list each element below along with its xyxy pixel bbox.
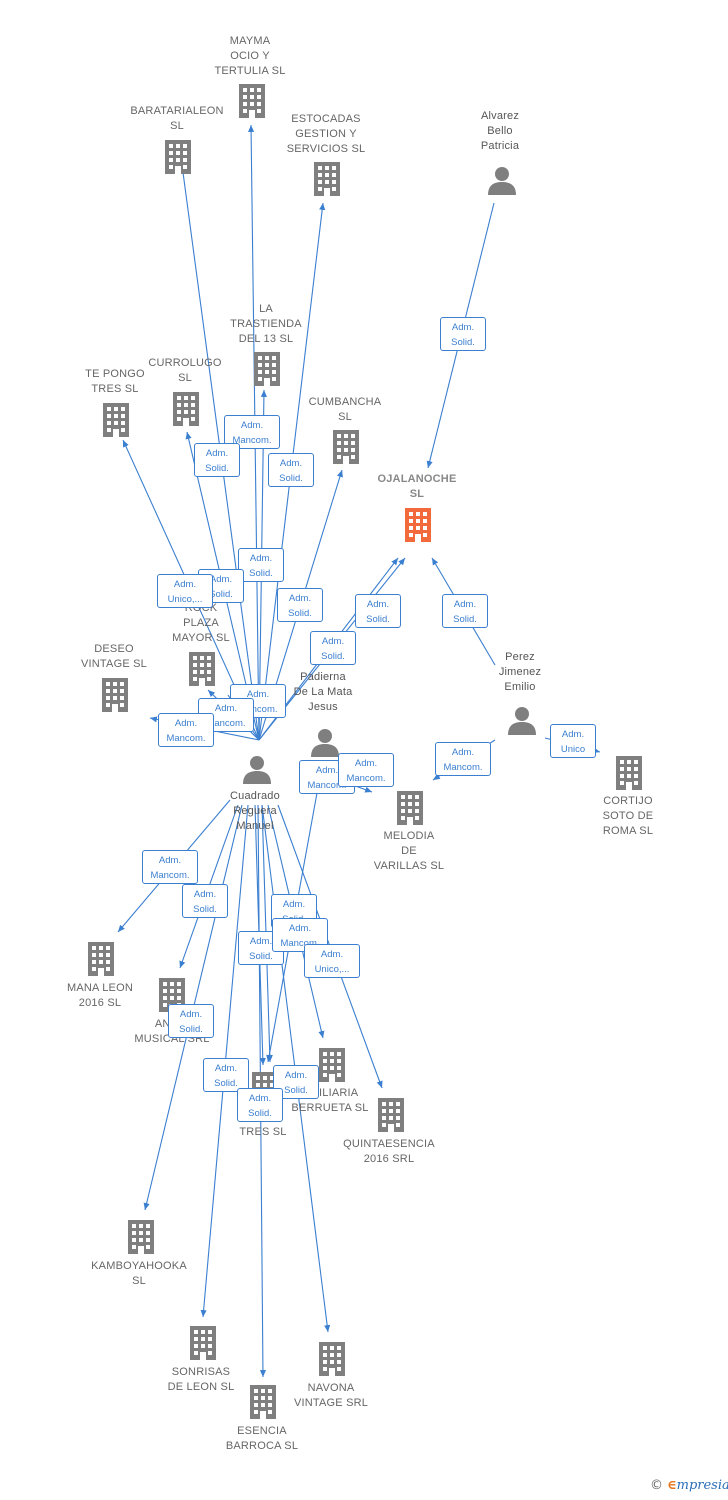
node-melodia[interactable]: MELODIA DE VARILLAS SL [373,830,445,872]
node-baratarialeon[interactable]: BARATARIALEON SL [130,105,224,132]
building-icon [102,678,128,712]
building-icon [103,403,129,437]
node-estocadas[interactable]: ESTOCADAS GESTION Y SERVICIOS SL [286,113,366,155]
relation-label[interactable]: Adm. Mancom. [435,742,491,776]
brand-name: mpresia [676,1478,728,1493]
node-navona[interactable]: NAVONA VINTAGE SRL [293,1382,369,1409]
relation-label[interactable]: Adm. Solid. [168,1004,214,1038]
node-ojalanoche[interactable]: OJALANOCHE SL [377,473,457,500]
building-icon [239,84,265,118]
node-quintaesencia[interactable]: QUINTAESENCIA 2016 SRL [343,1138,435,1165]
building-icon [397,791,423,825]
person-icon [311,729,339,757]
node-mana-leon[interactable]: MANA LEON 2016 SL [67,982,133,1009]
node-tres[interactable]: TRES SL [239,1126,287,1138]
empresia-watermark[interactable]: © ∈mpresia [650,1478,728,1493]
person-icon [508,707,536,735]
node-padierna[interactable]: Padierna De La Mata Jesus [293,671,353,713]
building-icon [190,1326,216,1360]
relation-label[interactable]: Adm. Solid. [268,453,314,487]
node-sonrisas[interactable]: SONRISAS DE LEON SL [167,1366,235,1393]
relation-label[interactable]: Adm. Solid. [238,548,284,582]
relation-label[interactable]: Adm. Solid. [203,1058,249,1092]
node-currolugo[interactable]: CURROLUGO SL [148,357,222,384]
relation-label[interactable]: Adm. Mancom. [338,753,394,787]
relation-label[interactable]: Adm. Solid. [194,443,240,477]
building-icon [319,1048,345,1082]
node-mayma[interactable]: MAYMA OCIO Y TERTULIA SL [214,35,286,77]
building-icon [165,140,191,174]
node-cuadrado[interactable]: Cuadrado Reguera Manuel [230,790,280,832]
relation-label[interactable]: Adm. Solid. [310,631,356,665]
node-cortijo[interactable]: CORTIJO SOTO DE ROMA SL [602,795,654,837]
relation-label[interactable]: Adm. Unico [550,724,596,758]
node-alvarez[interactable]: Alvarez Bello Patricia [480,110,520,152]
building-icon [88,942,114,976]
node-berrueta[interactable]: ...BILIARIA BERRUETA SL [291,1087,369,1114]
relation-label[interactable]: Adm. Unico,... [157,574,213,608]
relation-label[interactable]: Adm. Mancom. [142,850,198,884]
relation-label[interactable]: Adm. Solid. [182,884,228,918]
node-cumbancha[interactable]: CUMBANCHA SL [308,396,382,423]
edges [117,124,601,1378]
node-te-pongo[interactable]: TE PONGO TRES SL [85,368,145,395]
node-kamboya[interactable]: KAMBOYAHOOKA SL [91,1260,187,1287]
relation-label[interactable]: Adm. Solid. [237,1088,283,1122]
building-icon [128,1220,154,1254]
node-perez[interactable]: Perez Jimenez Emilio [498,651,542,693]
relation-label[interactable]: Adm. Solid. [442,594,488,628]
node-rock-plaza[interactable]: ROCK PLAZA MAYOR SL [172,602,230,644]
building-icon [333,430,359,464]
node-esencia[interactable]: ESENCIA BARROCA SL [225,1425,299,1452]
relation-label[interactable]: Adm. Solid. [440,317,486,351]
person-icon [243,756,271,784]
relation-label[interactable]: Adm. Mancom. [158,713,214,747]
node-trastienda[interactable]: LA TRASTIENDA DEL 13 SL [230,303,302,345]
node-deseo[interactable]: DESEO VINTAGE SL [81,643,147,670]
person-icon [488,167,516,195]
building-icon [314,162,340,196]
building-icon [319,1342,345,1376]
brand-initial: ∈ [667,1478,677,1493]
building-icon [173,392,199,426]
building-icon [254,352,280,386]
relation-label[interactable]: Adm. Solid. [355,594,401,628]
building-icon [405,508,431,542]
relation-label[interactable]: Adm. Solid. [277,588,323,622]
copyright-symbol: © [650,1478,663,1493]
building-icon [616,756,642,790]
building-icon [189,652,215,686]
relation-label[interactable]: Adm. Unico,... [304,944,360,978]
